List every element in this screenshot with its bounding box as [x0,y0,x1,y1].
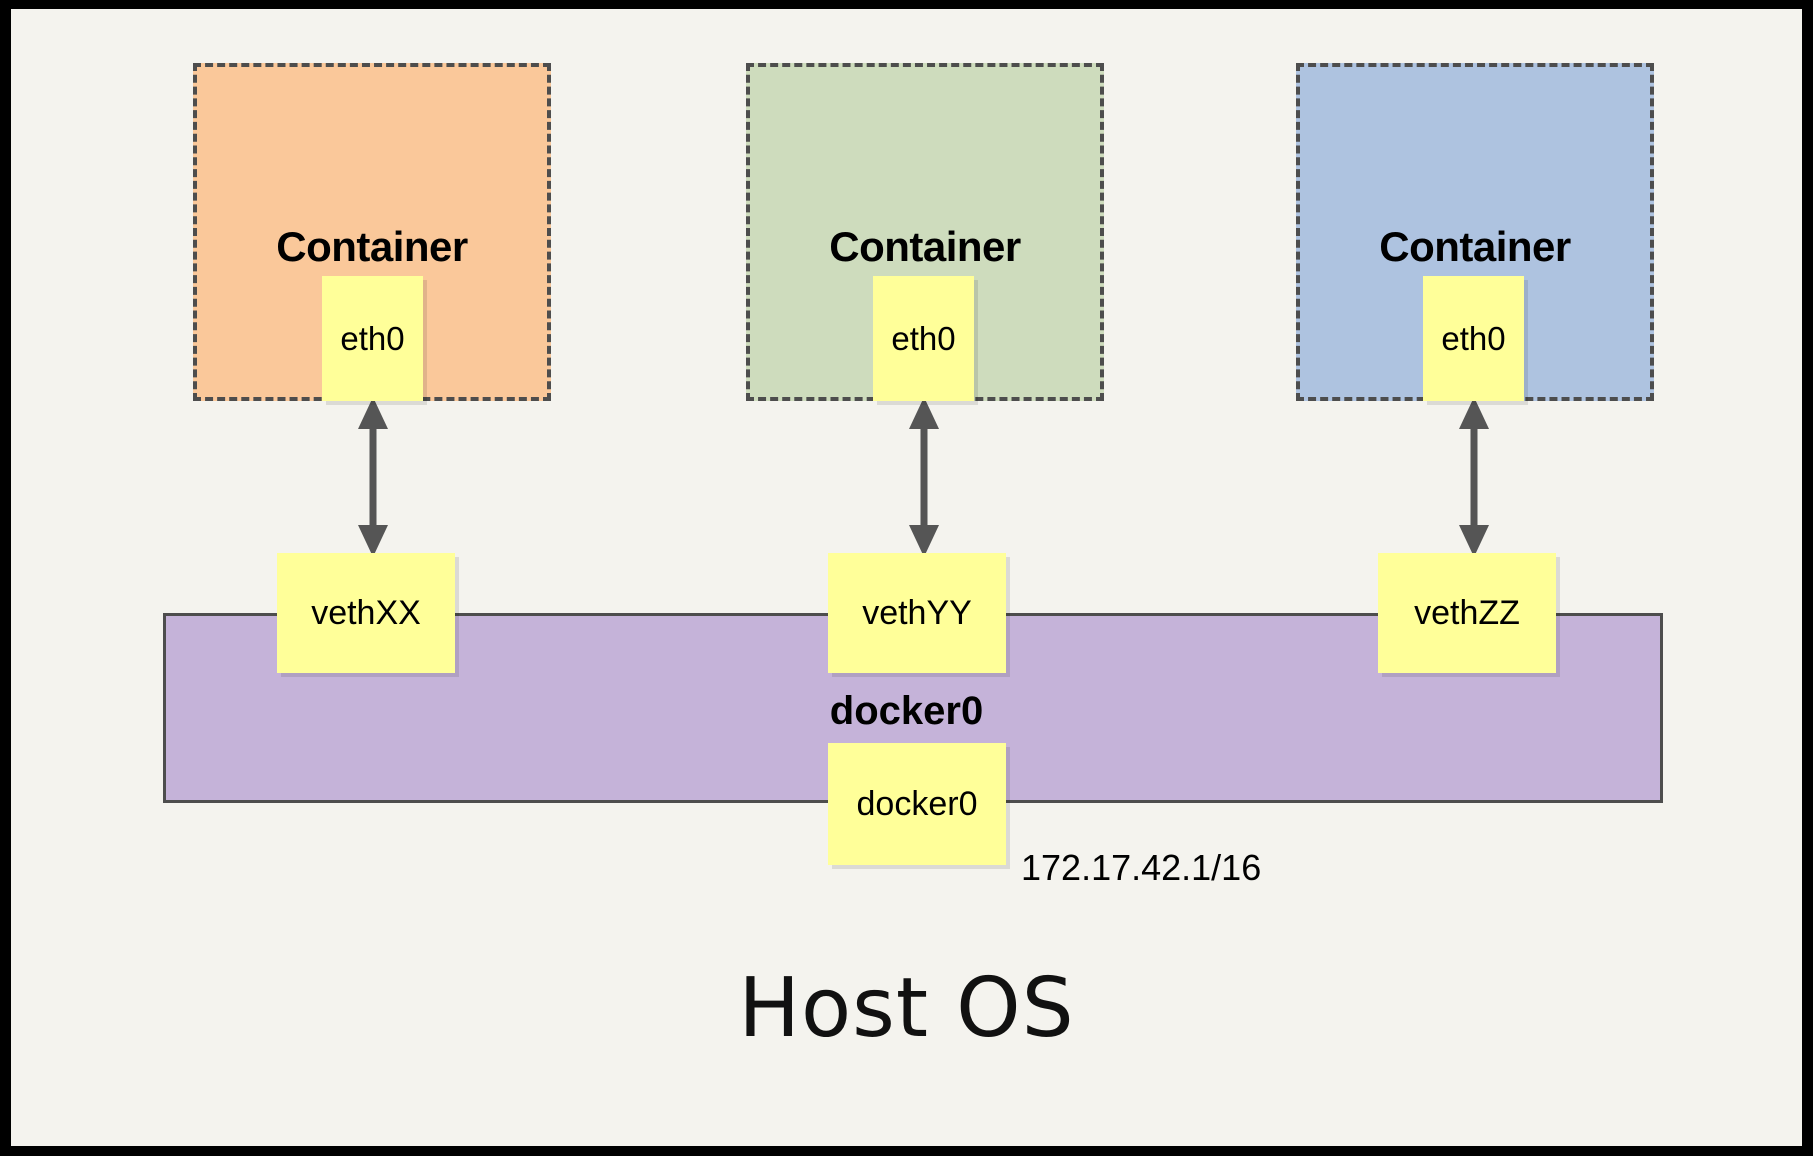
diagram-canvas: Container eth0 Container eth0 Container [11,9,1802,1146]
vethzz-label: vethZZ [1414,594,1520,632]
veth-link-arrow-1 [358,397,388,557]
eth0-label-3: eth0 [1441,320,1506,357]
vethyy-label: vethYY [862,594,972,632]
eth0-box-2: eth0 [873,276,974,401]
veth-link-arrow-2 [909,397,939,557]
vethzz-box: vethZZ [1378,553,1556,673]
eth0-box-3: eth0 [1423,276,1524,401]
host-os-label: Host OS [738,961,1075,1056]
docker0-interface-box: docker0 [828,743,1006,865]
vethxx-box: vethXX [277,553,455,673]
container-title-3: Container [1379,223,1571,270]
eth0-label-2: eth0 [891,320,956,357]
container-title-2: Container [829,223,1021,270]
container-title-1: Container [276,223,468,270]
vethxx-label: vethXX [311,594,421,632]
vethyy-box: vethYY [828,553,1006,673]
docker0-interface-label: docker0 [856,785,978,823]
eth0-box-1: eth0 [322,276,423,401]
veth-link-arrow-3 [1459,397,1489,557]
docker0-bridge-label: docker0 [829,689,984,733]
eth0-label-1: eth0 [340,320,405,357]
docker0-ip-address: 172.17.42.1/16 [1021,847,1262,888]
